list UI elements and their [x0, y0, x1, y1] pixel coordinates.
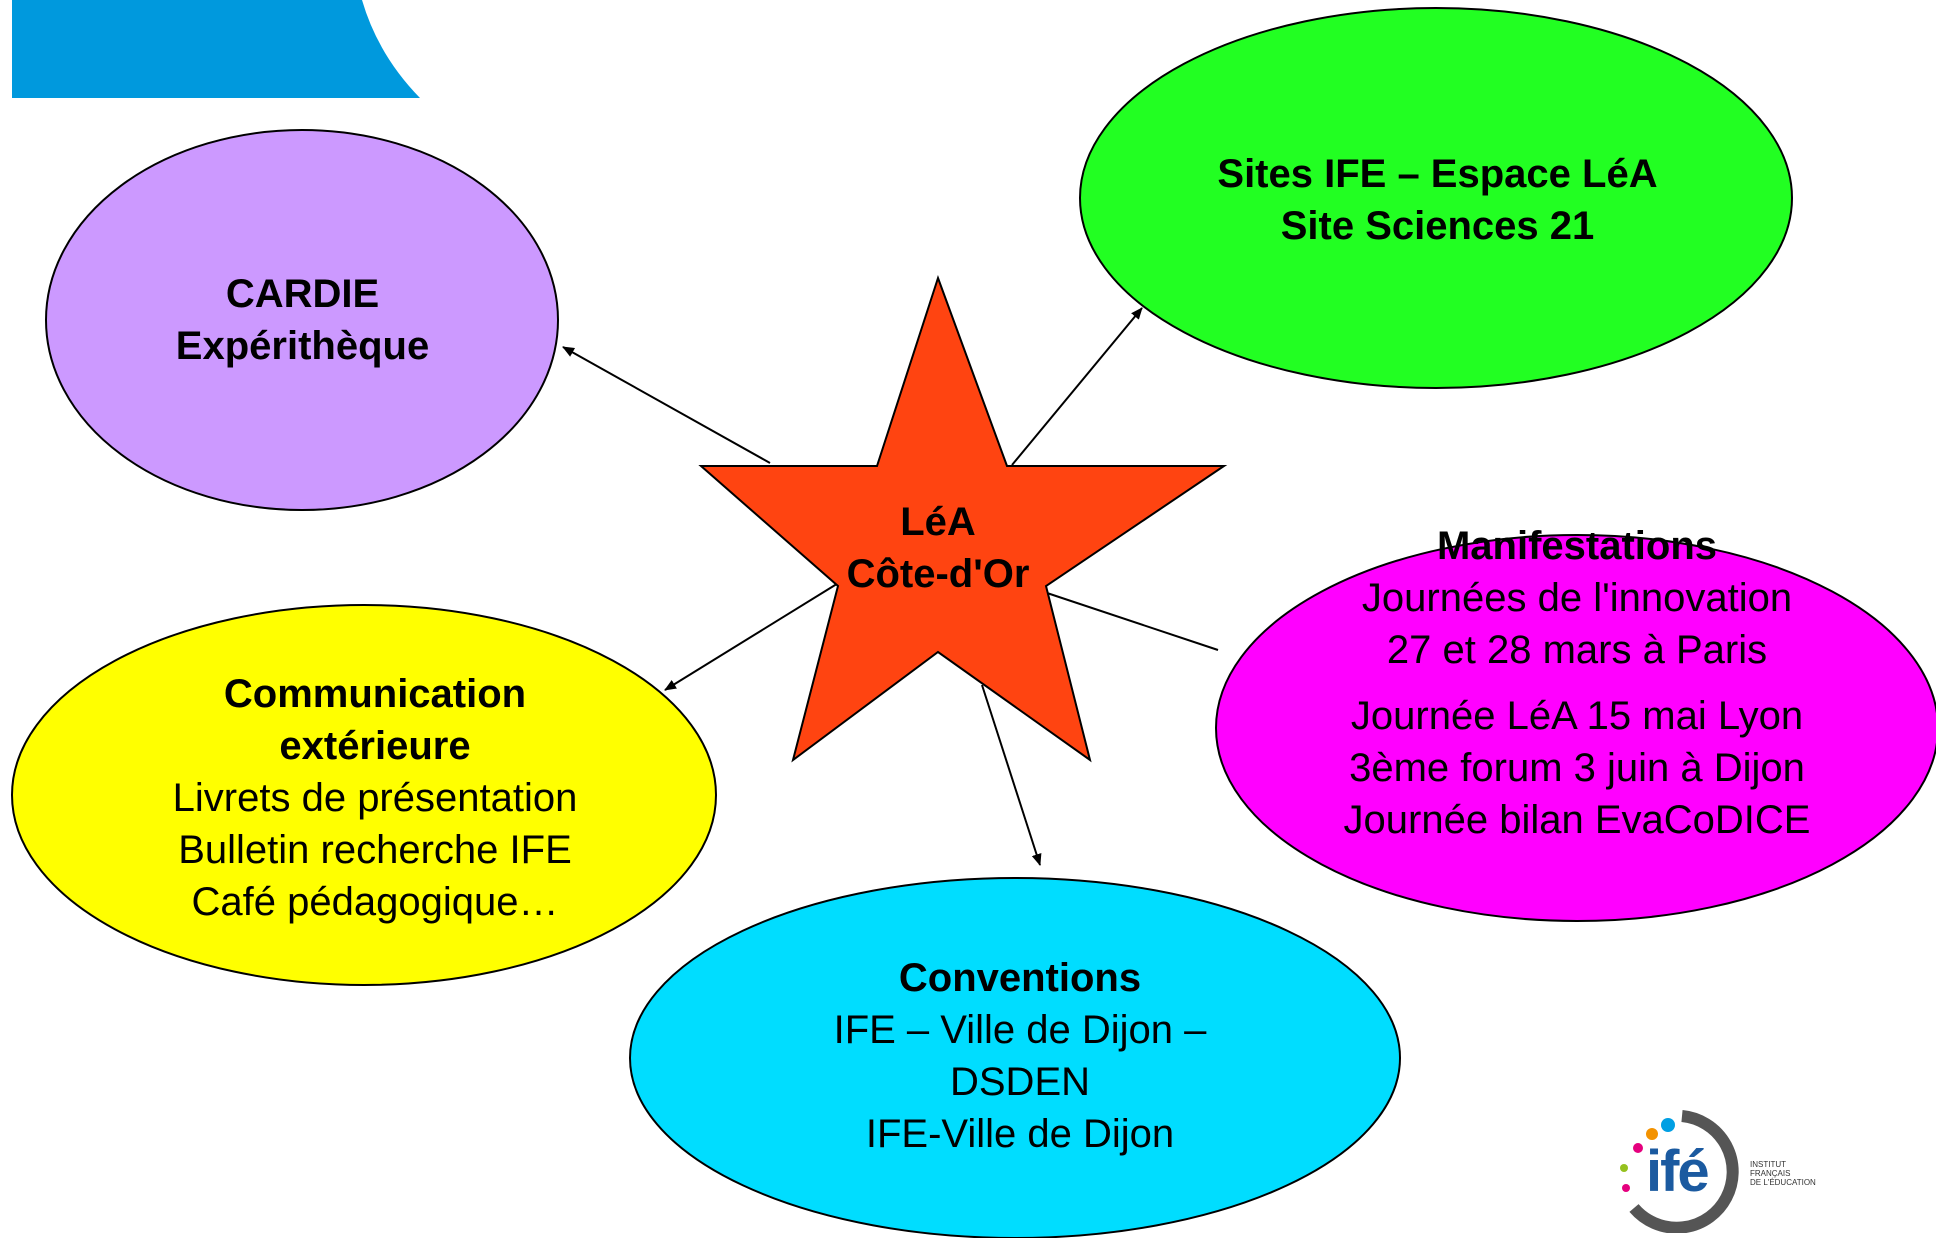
arrow-to-communication — [664, 581, 841, 691]
node-cardie-subtitle: Expérithèque — [175, 324, 430, 368]
node-manifestations: Manifestations Journées de l'innovation … — [1254, 520, 1900, 860]
node-manifestations-line: 3ème forum 3 juin à Dijon — [1349, 746, 1805, 790]
node-communication-title: Communication — [223, 672, 527, 716]
ife-logo-line: FRANÇAIS — [1750, 1169, 1791, 1178]
ife-logo-line: INSTITUT — [1750, 1160, 1786, 1169]
ellipse-manifestations — [1215, 534, 1936, 922]
node-sites-title: Sites IFE – Espace LéA — [1217, 152, 1658, 196]
ellipse-communication — [11, 604, 717, 986]
node-cardie-title: CARDIE — [225, 272, 380, 316]
connector-to-manifestations — [1031, 587, 1219, 651]
ife-logo-institution: INSTITUT FRANÇAIS DE L'ÉDUCATION — [1750, 1160, 1816, 1187]
node-manifestations-line: Journées de l'innovation — [1361, 576, 1793, 620]
arrow-to-cardie — [562, 346, 771, 464]
node-conventions-line: DSDEN — [949, 1060, 1091, 1104]
center-label: LéA Côte-d'Or — [778, 492, 1098, 604]
ife-logo-line: DE L'ÉDUCATION — [1750, 1178, 1816, 1187]
node-manifestations-line: Journée bilan EvaCoDICE — [1343, 798, 1811, 842]
node-conventions: Conventions IFE – Ville de Dijon – DSDEN… — [720, 952, 1320, 1168]
node-communication-line: Livrets de présentation — [172, 776, 578, 820]
node-cardie: CARDIE Expérithèque — [100, 260, 505, 380]
node-communication-line: Bulletin recherche IFE — [178, 828, 572, 872]
node-sites: Sites IFE – Espace LéA Site Sciences 21 — [1130, 145, 1745, 255]
node-sites-subtitle: Site Sciences 21 — [1280, 204, 1595, 248]
node-conventions-line: IFE-Ville de Dijon — [865, 1112, 1175, 1156]
arrow-to-conventions — [981, 684, 1042, 866]
node-conventions-line: IFE – Ville de Dijon – — [833, 1008, 1207, 1052]
ife-logo: ifé INSTITUT FRANÇAIS DE L'ÉDUCATION — [1612, 1108, 1842, 1233]
arrow-to-sites — [1011, 307, 1143, 466]
node-manifestations-line: Journée LéA 15 mai Lyon — [1350, 694, 1804, 738]
ellipse-conventions — [629, 877, 1401, 1238]
node-communication: Communication extérieure Livrets de prés… — [70, 668, 680, 938]
node-communication-title-2: extérieure — [279, 724, 471, 768]
corner-banner — [12, 0, 420, 98]
center-star — [698, 274, 1228, 763]
ellipse-cardie — [45, 129, 559, 511]
center-label-line2: Côte-d'Or — [846, 552, 1030, 596]
ellipse-sites — [1079, 7, 1793, 389]
node-communication-line: Café pédagogique… — [191, 880, 559, 924]
node-manifestations-title: Manifestations — [1436, 524, 1718, 568]
ife-logo-word: ifé — [1646, 1139, 1710, 1204]
center-label-line1: LéA — [900, 500, 976, 544]
node-manifestations-line: 27 et 28 mars à Paris — [1386, 628, 1768, 672]
node-conventions-title: Conventions — [898, 956, 1142, 1000]
ife-logo-mark — [1620, 1110, 1739, 1233]
